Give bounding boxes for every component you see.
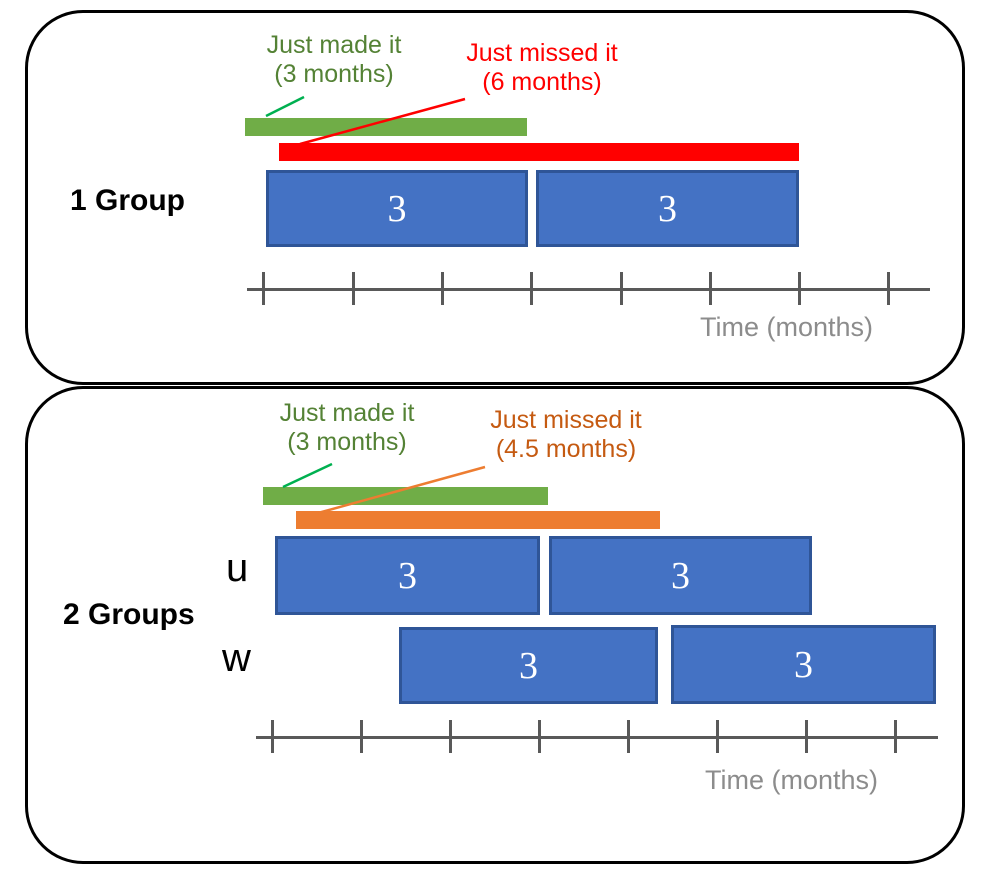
panel-1-made-annotation: Just made it (3 months) <box>253 31 415 89</box>
axis-tick <box>894 720 897 753</box>
panel-2-missed-bar <box>296 511 660 529</box>
panel-1-title: 1 Group <box>70 184 186 217</box>
made-annotation-line1: Just made it <box>266 31 402 59</box>
axis-tick <box>352 272 355 305</box>
duration-value: 3 <box>398 554 417 597</box>
panel-2-groups <box>25 386 965 864</box>
panel-1-missed-bar <box>279 143 799 161</box>
group-w-duration-box-2: 3 <box>671 625 936 704</box>
panel-2-axis-label: Time (months) <box>705 765 879 795</box>
axis-tick <box>538 720 541 753</box>
duration-value: 3 <box>671 554 690 597</box>
panel-2-time-axis <box>256 736 938 739</box>
panel-1-axis-label: Time (months) <box>700 312 874 342</box>
axis-tick <box>805 720 808 753</box>
axis-tick <box>530 272 533 305</box>
panel-1-duration-box-1: 3 <box>266 170 528 247</box>
axis-tick <box>449 720 452 753</box>
axis-tick <box>620 272 623 305</box>
duration-value: 3 <box>387 187 407 230</box>
group-u-label: u <box>226 546 249 590</box>
group-w-duration-box-1: 3 <box>399 627 658 704</box>
missed-annotation-line2: (6 months) <box>482 68 602 96</box>
panel-2-title: 2 Groups <box>63 598 195 631</box>
duration-value: 3 <box>794 643 813 686</box>
axis-tick <box>360 720 363 753</box>
made-annotation-line2: (3 months) <box>274 60 394 88</box>
panel-2-made-bar <box>263 487 548 505</box>
axis-tick <box>262 272 265 305</box>
duration-value: 3 <box>519 644 538 687</box>
group-w-label: w <box>222 636 251 680</box>
panel-1-group <box>25 10 965 385</box>
axis-tick <box>887 272 890 305</box>
made-annotation-line1: Just made it <box>279 399 415 427</box>
panel-1-time-axis <box>247 288 930 291</box>
axis-tick <box>627 720 630 753</box>
panel-1-made-bar <box>245 118 527 136</box>
missed-annotation-line1: Just missed it <box>490 406 642 434</box>
axis-tick <box>709 272 712 305</box>
axis-tick <box>441 272 444 305</box>
made-annotation-line2: (3 months) <box>287 428 407 456</box>
axis-tick <box>271 720 274 753</box>
group-u-duration-box-2: 3 <box>549 536 812 615</box>
panel-2-made-annotation: Just made it (3 months) <box>266 399 428 457</box>
missed-annotation-line2: (4.5 months) <box>495 435 637 463</box>
duration-value: 3 <box>658 187 677 230</box>
axis-tick <box>798 272 801 305</box>
axis-tick <box>716 720 719 753</box>
group-u-duration-box-1: 3 <box>275 536 540 615</box>
panel-1-missed-annotation: Just missed it (6 months) <box>452 39 632 97</box>
panel-2-missed-annotation: Just missed it (4.5 months) <box>476 406 656 464</box>
panel-1-duration-box-2: 3 <box>536 170 799 247</box>
missed-annotation-line1: Just missed it <box>466 39 618 67</box>
